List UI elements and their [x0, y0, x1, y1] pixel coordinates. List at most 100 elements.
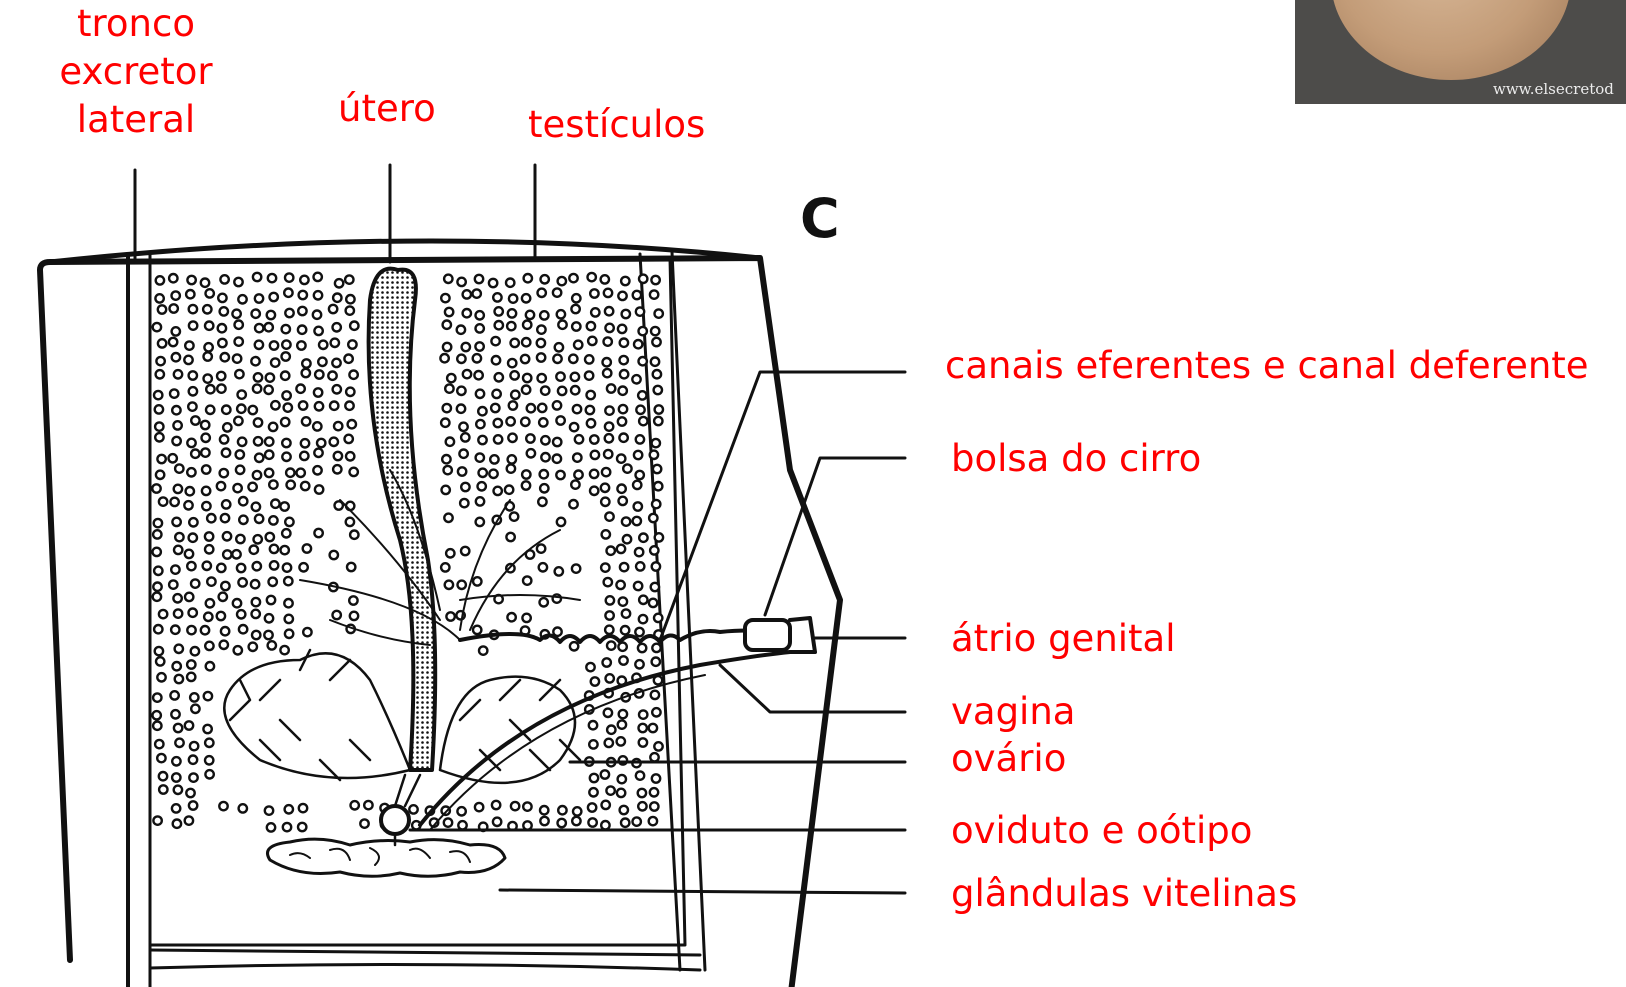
testis-follicle — [605, 611, 613, 619]
testis-follicle — [505, 486, 513, 494]
testis-follicle — [350, 531, 358, 539]
testis-follicle — [572, 294, 580, 302]
testis-follicle — [155, 422, 163, 430]
testis-follicle — [152, 484, 160, 492]
testis-follicle — [473, 577, 481, 585]
testis-follicle — [333, 611, 341, 619]
testis-follicle — [590, 774, 598, 782]
testis-follicle — [574, 471, 582, 479]
testis-follicle — [300, 452, 308, 460]
testis-follicle — [265, 469, 273, 477]
testis-follicle — [169, 454, 177, 462]
testis-follicle — [205, 322, 213, 330]
testis-follicle — [345, 275, 353, 283]
testis-follicle — [223, 423, 231, 431]
testis-follicle — [348, 420, 356, 428]
testis-follicle — [252, 598, 260, 606]
testis-follicle — [313, 466, 321, 474]
testis-follicle — [618, 775, 626, 783]
testis-follicle — [285, 805, 293, 813]
testis-follicle — [494, 435, 502, 443]
testis-follicle — [318, 358, 326, 366]
testis-follicle — [571, 305, 579, 313]
testis-follicle — [441, 294, 449, 302]
testis-follicle — [511, 391, 519, 399]
testis-follicle — [232, 550, 240, 558]
testis-follicle — [251, 580, 259, 588]
testis-follicle — [282, 325, 290, 333]
testis-follicle — [476, 390, 484, 398]
testis-follicle — [282, 391, 290, 399]
testis-follicle — [346, 518, 354, 526]
testis-follicle — [255, 294, 263, 302]
testis-follicle — [508, 359, 516, 367]
testis-follicle — [255, 341, 263, 349]
testis-follicle — [156, 276, 164, 284]
testis-follicle — [155, 740, 163, 748]
testis-follicle — [156, 357, 164, 365]
testis-follicle — [651, 358, 659, 366]
testis-follicle — [601, 770, 609, 778]
testis-follicle — [206, 406, 214, 414]
testis-follicle — [524, 274, 532, 282]
testis-follicle — [606, 674, 614, 682]
testis-follicle — [652, 644, 660, 652]
testis-follicle — [239, 804, 247, 812]
testis-follicle — [285, 630, 293, 638]
testis-follicle — [447, 374, 455, 382]
testis-follicle — [587, 322, 595, 330]
testis-follicle — [284, 599, 292, 607]
testis-follicle — [351, 801, 359, 809]
label-utero: útero — [338, 90, 436, 127]
testis-follicle — [650, 546, 658, 554]
testis-follicle — [189, 756, 197, 764]
testis-follicle — [557, 310, 565, 318]
testis-follicle — [249, 406, 257, 414]
testis-follicle — [169, 338, 177, 346]
testis-follicle — [508, 434, 516, 442]
testis-follicle — [284, 289, 292, 297]
testis-follicle — [281, 372, 289, 380]
testis-follicle — [282, 453, 290, 461]
testis-follicle — [603, 369, 611, 377]
testis-follicle — [249, 643, 257, 651]
testis-follicle — [620, 356, 628, 364]
testis-follicle — [220, 469, 228, 477]
testis-follicle — [217, 564, 225, 572]
testis-follicle — [282, 352, 290, 360]
testis-follicle — [174, 485, 182, 493]
testis-follicle — [255, 515, 263, 523]
testis-follicle — [653, 370, 661, 378]
testis-follicle — [187, 276, 195, 284]
testis-follicle — [462, 343, 470, 351]
testis-follicle — [175, 739, 183, 747]
testis-follicle — [445, 308, 453, 316]
testis-follicle — [573, 807, 581, 815]
testis-follicle — [252, 610, 260, 618]
testis-follicle — [315, 402, 323, 410]
testis-follicle — [155, 294, 163, 302]
testis-follicle — [492, 356, 500, 364]
testis-follicle — [572, 322, 580, 330]
testis-follicle — [155, 433, 163, 441]
testis-follicle — [170, 304, 178, 312]
testis-follicle — [344, 355, 352, 363]
testis-follicle — [538, 404, 546, 412]
testis-follicle — [634, 582, 642, 590]
testis-follicle — [205, 642, 213, 650]
label-tronco-line1: tronco — [46, 0, 226, 48]
testis-follicle — [443, 404, 451, 412]
testis-follicle — [158, 305, 166, 313]
testis-follicle — [345, 435, 353, 443]
testis-follicle — [233, 354, 241, 362]
testis-follicle — [266, 373, 274, 381]
testis-follicle — [315, 370, 323, 378]
testis-follicle — [238, 295, 246, 303]
testis-follicle — [286, 469, 294, 477]
testis-follicle — [335, 279, 343, 287]
testis-follicle — [188, 402, 196, 410]
testis-follicle — [264, 631, 272, 639]
testis-follicle — [303, 628, 311, 636]
testis-follicle — [220, 641, 228, 649]
testis-follicle — [586, 663, 594, 671]
